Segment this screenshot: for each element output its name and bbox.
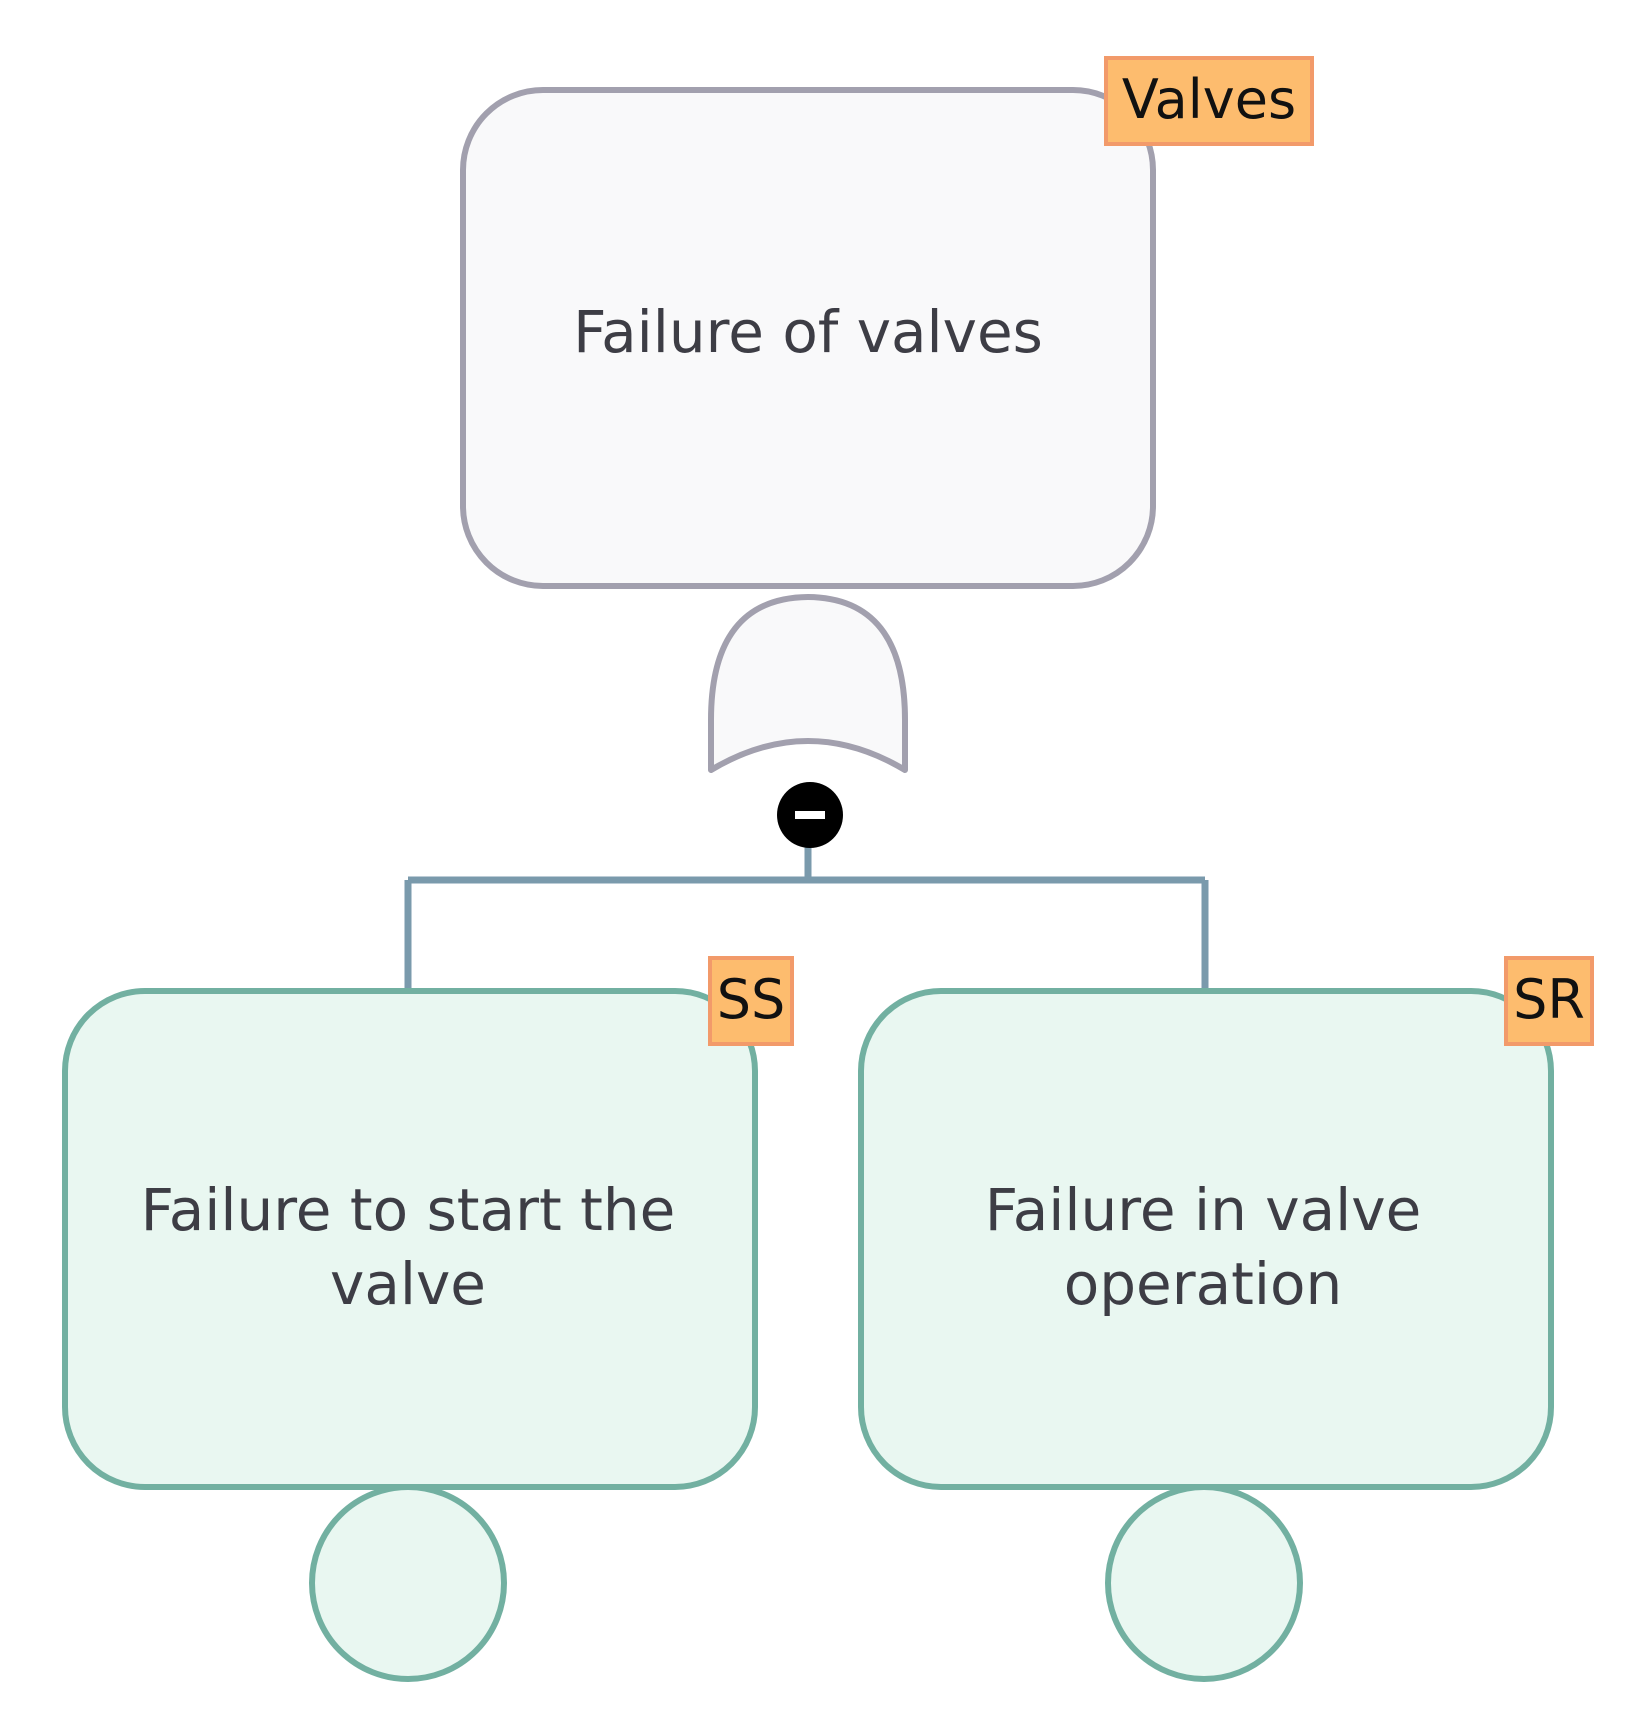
event-ss-terminal-circle [309, 1484, 507, 1682]
event-sr-terminal-circle [1105, 1484, 1303, 1682]
top-event-tag-label: Valves [1122, 68, 1296, 131]
connectors [404, 810, 1209, 990]
top-event[interactable]: Failure of valves Valves [460, 56, 1314, 589]
event-sr-tag: SR [1504, 956, 1594, 1046]
top-event-label: Failure of valves [573, 298, 1043, 366]
top-event-tag: Valves [1104, 56, 1314, 146]
event-ss-label-line-2: valve [330, 1250, 486, 1318]
event-sr[interactable]: Failure in valve operation SR [858, 956, 1594, 1682]
event-ss-label-line-1: Failure to start the [141, 1176, 676, 1244]
top-event-box[interactable] [460, 87, 1156, 589]
event-ss-tag-label: SS [717, 968, 786, 1031]
minus-circle-icon[interactable] [777, 782, 843, 848]
event-sr-label-line-2: operation [1064, 1250, 1342, 1318]
event-sr-tag-label: SR [1513, 968, 1585, 1031]
event-sr-label-line-1: Failure in valve [985, 1176, 1422, 1244]
or-gate-icon[interactable] [708, 594, 908, 773]
event-ss[interactable]: Failure to start the valve SS [62, 956, 794, 1682]
event-ss-tag: SS [708, 956, 794, 1046]
